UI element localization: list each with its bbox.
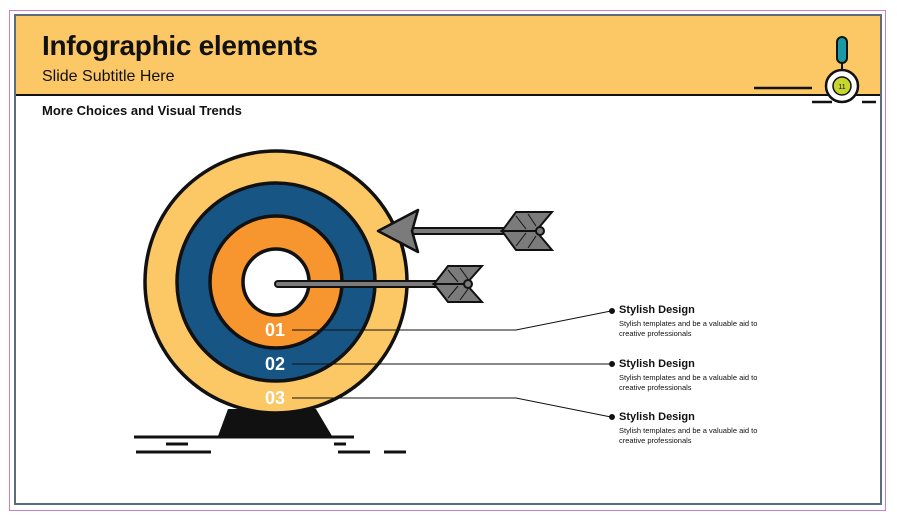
slide-title: Infographic elements [42,30,318,61]
callout-title: Stylish Design [619,304,695,316]
callout-description: Stylish templates and be a valuable aid … [619,319,758,338]
page-number: 11 [838,84,845,91]
callout-3: Stylish Design Stylish templates and be … [619,411,769,446]
callout-description: Stylish templates and be a valuable aid … [619,373,758,392]
connector-lines [292,308,615,420]
outer-frame [9,10,886,511]
slide: Infographic elements Slide Subtitle Here… [14,14,882,505]
callout-2: Stylish Design Stylish templates and be … [619,358,769,393]
page-badge-icon: 11 [754,36,876,104]
callout-description: Stylish templates and be a valuable aid … [619,426,758,445]
slide-subtitle: Slide Subtitle Here [42,68,175,85]
ring-label-02: 02 [265,354,286,374]
section-heading: More Choices and Visual Trends [42,103,242,118]
slide-artwork: 11 [134,36,876,454]
header-band: Infographic elements Slide Subtitle Here [16,16,880,96]
arrow-icon [376,208,555,254]
callout-1: Stylish Design Stylish templates and be … [619,304,769,339]
callout-title: Stylish Design [619,358,695,370]
ring-label-03: 03 [265,388,286,408]
target-stand [134,409,406,454]
arrow-icon [274,265,485,303]
ring-label-01: 01 [265,320,286,340]
callout-title: Stylish Design [619,411,695,423]
